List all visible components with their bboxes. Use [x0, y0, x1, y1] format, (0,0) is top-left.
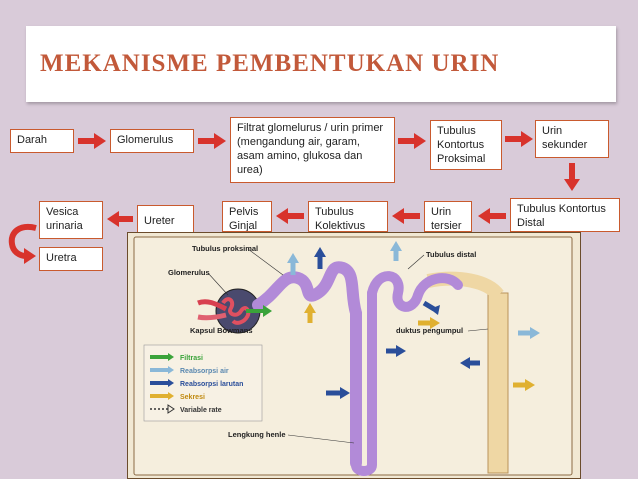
box-pelvis-label: Pelvis Ginjal: [229, 206, 259, 232]
legend-label-reabsorpsi-air: Reabsorpsi air: [180, 368, 229, 375]
box-tubulus-distal-label: Tubulus Kontortus Distal: [517, 203, 606, 229]
curved-arrow-icon: [8, 224, 37, 264]
box-filtrat: Filtrat glomelurus / urin primer (mengan…: [230, 117, 395, 183]
legend-label-sekresi: Sekresi: [180, 394, 205, 401]
box-urin-sekunder-label: Urin sekunder: [542, 125, 588, 151]
legend-item-reabsorpsi-air: Reabsorpsi air: [150, 366, 229, 375]
arrow-left-icon: [107, 211, 133, 227]
legend: Filtrasi Reabsorpsi air Reabsorpsi larut…: [143, 344, 263, 422]
title-box: MEKANISME PEMBENTUKAN URIN: [26, 26, 616, 102]
legend-label-variable-rate: Variable rate: [180, 407, 222, 414]
arrow-left-icon: [392, 208, 420, 224]
page-title: MEKANISME PEMBENTUKAN URIN: [40, 50, 500, 77]
nephron-diagram: Tubulus proksimal Glomerulus Kapsul Bowm…: [127, 232, 581, 479]
box-glomerulus-label: Glomerulus: [117, 134, 174, 146]
box-uretra-label: Uretra: [46, 252, 77, 264]
box-urin-sekunder: Urin sekunder: [535, 120, 609, 158]
legend-item-reabsorpsi-larutan: Reabsorpsi larutan: [150, 379, 243, 388]
label-tubulus-proksimal: Tubulus proksimal: [192, 244, 258, 253]
box-tubulus-distal: Tubulus Kontortus Distal: [510, 198, 620, 232]
legend-label-filtrasi: Filtrasi: [180, 355, 203, 362]
box-vesica-label: Vesica urinaria: [46, 206, 83, 232]
arrow-right-icon: [78, 133, 106, 149]
arrow-left-icon: [276, 208, 304, 224]
label-tubulus-distal: Tubulus distal: [426, 250, 476, 259]
legend-item-sekresi: Sekresi: [150, 392, 205, 401]
box-darah: Darah: [10, 129, 74, 153]
box-ureter: Ureter: [137, 205, 194, 233]
legend-item-variable-rate: Variable rate: [150, 404, 222, 414]
box-tubulus-proksimal: Tubulus Kontortus Proksimal: [430, 120, 502, 170]
arrow-right-icon: [505, 131, 533, 147]
box-tubulus-proksimal-label: Tubulus Kontortus Proksimal: [437, 125, 486, 165]
box-urin-tersier-label: Urin tersier: [431, 206, 462, 232]
box-urin-tersier: Urin tersier: [424, 201, 472, 232]
box-uretra: Uretra: [39, 247, 103, 271]
arrow-down-icon: [564, 163, 580, 191]
label-glomerulus: Glomerulus: [168, 268, 210, 277]
box-tubulus-kolektivus: Tubulus Kolektivus: [308, 201, 388, 232]
legend-label-reabsorpsi-larutan: Reabsorpsi larutan: [180, 381, 243, 388]
box-pelvis: Pelvis Ginjal: [222, 201, 272, 232]
arrow-right-icon: [198, 133, 226, 149]
box-ureter-label: Ureter: [144, 215, 175, 227]
box-vesica: Vesica urinaria: [39, 201, 103, 239]
label-duktus-pengumpul: duktus pengumpul: [396, 326, 463, 335]
legend-item-filtrasi: Filtrasi: [150, 353, 203, 362]
label-lengkung-henle: Lengkung henle: [228, 430, 286, 439]
box-darah-label: Darah: [17, 134, 47, 146]
box-filtrat-label: Filtrat glomelurus / urin primer (mengan…: [237, 122, 384, 176]
label-kapsul-bowmans: Kapsul Bowmans: [190, 326, 253, 335]
box-glomerulus: Glomerulus: [110, 129, 194, 153]
arrow-right-icon: [398, 133, 426, 149]
arrow-left-icon: [478, 208, 506, 224]
nephron-illustration: Tubulus proksimal Glomerulus Kapsul Bowm…: [133, 236, 573, 476]
box-tubulus-kolektivus-label: Tubulus Kolektivus: [315, 206, 366, 232]
